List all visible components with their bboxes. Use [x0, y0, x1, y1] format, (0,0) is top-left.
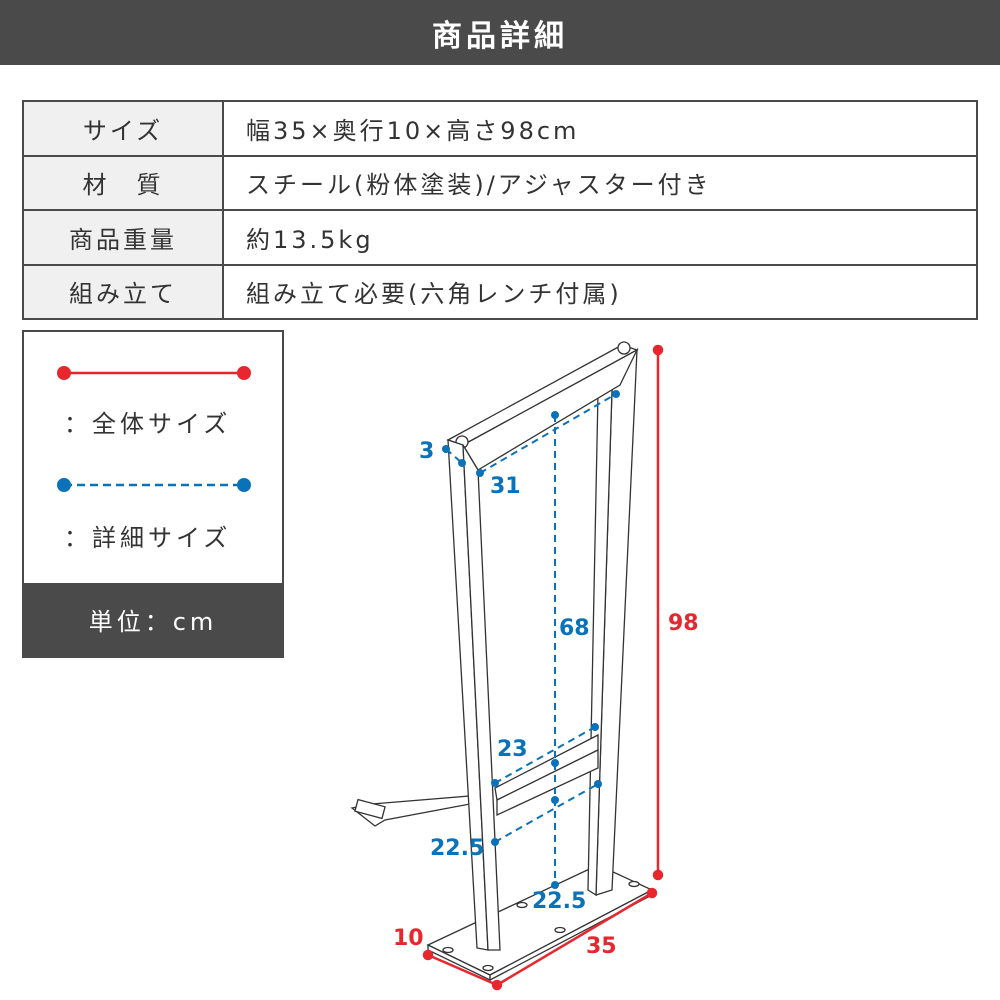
overall-dimensions [422, 344, 664, 991]
top-inner-width-label: 31 [490, 474, 521, 499]
lower-crossbar-label: 22.5 [430, 836, 484, 861]
table-row: 組み立て組み立て必要(六角レンチ付属) [22, 263, 978, 320]
spec-label: 組み立て [22, 263, 224, 320]
frame-thickness-label: 3 [419, 439, 434, 464]
table-row: 材 質スチール(粉体塗装)/アジャスター付き [22, 154, 978, 211]
width-dimension-label: 35 [586, 934, 617, 959]
detail-size-line-icon [57, 478, 251, 492]
unit-label: 単位：cm [24, 583, 282, 656]
spec-label: 商品重量 [22, 209, 224, 266]
overall-size-line-icon [57, 366, 251, 380]
legend-lines [57, 366, 251, 492]
legend-detail-label: ：詳細サイズ [64, 524, 232, 552]
spec-table: サイズ幅35×奥行10×高さ98cm 材 質スチール(粉体塗装)/アジャスター付… [22, 100, 978, 320]
inner-height-label: 68 [559, 616, 590, 641]
spec-value: 約13.5kg [222, 209, 978, 266]
spec-value: スチール(粉体塗装)/アジャスター付き [222, 154, 978, 211]
stand-drawing [350, 341, 654, 982]
legend-overall-label: ：全体サイズ [64, 410, 232, 438]
detail-dimension-dots [442, 390, 620, 889]
table-row: サイズ幅35×奥行10×高さ98cm [22, 100, 978, 157]
bottom-height-label: 22.5 [532, 889, 586, 914]
height-dimension-label: 98 [668, 611, 699, 636]
depth-dimension-label: 10 [393, 926, 424, 951]
legend-box: ：全体サイズ ：詳細サイズ 単位：cm [22, 330, 284, 658]
table-row: 商品重量約13.5kg [22, 209, 978, 266]
spec-value: 幅35×奥行10×高さ98cm [222, 100, 978, 157]
page-title: 商品詳細 [0, 0, 1000, 65]
spec-value: 組み立て必要(六角レンチ付属) [222, 263, 978, 320]
spec-label: サイズ [22, 100, 224, 157]
spec-label: 材 質 [22, 154, 224, 211]
upper-crossbar-label: 23 [497, 737, 528, 762]
